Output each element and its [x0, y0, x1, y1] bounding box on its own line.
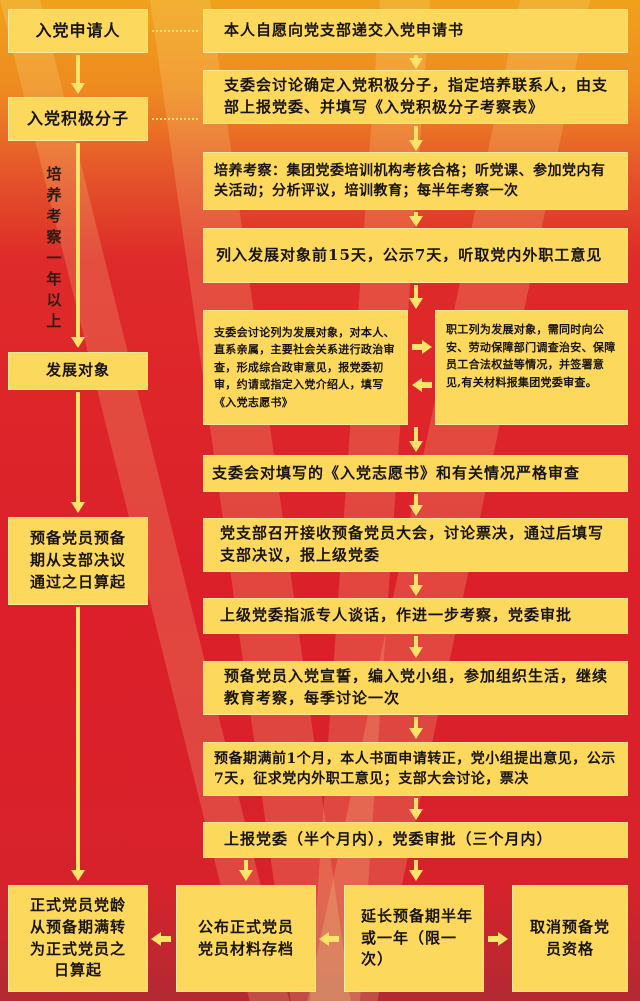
step-committee-approval-box: 上级党委指派专人谈话，作进一步考察，党委审批 — [203, 598, 628, 634]
step-application-review-box: 支委会对填写的《入党志愿书》和有关情况严格审查 — [203, 455, 628, 492]
arrow-stem — [76, 143, 80, 337]
step-apply-box: 本人自愿向党支部递交入党申请书 — [203, 9, 628, 53]
arrow-left-icon — [412, 378, 432, 392]
development-target-box: 发展对象 — [8, 352, 148, 390]
arrow-down-icon — [409, 870, 423, 881]
arrow-left-icon — [319, 932, 339, 946]
arrow-stem — [414, 494, 418, 506]
outcome-publish-box: 公布正式党员党员材料存档 — [176, 885, 316, 992]
full-member-note-box: 正式党员党龄从预备期满转为正式党员之日算起 — [8, 885, 148, 992]
arrow-down-icon — [71, 502, 85, 513]
arrow-down-icon — [71, 337, 85, 348]
arrow-down-icon — [409, 809, 423, 820]
arrow-down-icon — [409, 298, 423, 309]
step-activist-box: 支委会讨论确定入党积极分子，指定培养联系人，由支部上报党委、并填写《入党积极分子… — [203, 70, 628, 124]
step-oath-box: 预备党员入党宣誓，编入党小组，参加组织生活，继续教育考察，每季讨论一次 — [203, 661, 628, 715]
arrow-stem — [414, 427, 418, 443]
arrow-down-icon — [409, 58, 423, 69]
dotted-connector — [152, 30, 198, 32]
arrow-stem — [76, 392, 80, 502]
arrow-right-icon — [488, 932, 508, 946]
arrow-down-icon — [409, 647, 423, 658]
step-report-box: 上报党委（半个月内），党委审批（三个月内） — [203, 822, 628, 858]
outcome-extend-box: 延长预备期半年或一年（限一次） — [344, 885, 484, 992]
step-training-box: 培养考察：集团党委培训机构考核合格；听党课、参加党内有关活动；分析评议，培训教育… — [203, 152, 628, 210]
arrow-down-icon — [71, 870, 85, 881]
arrow-down-icon — [409, 140, 423, 151]
arrow-stem — [414, 860, 418, 872]
arrow-stem — [414, 126, 418, 140]
step-regularization-box: 预备期满前1个月，本人书面申请转正，党小组提出意见，公示7天，征求党内外职工意见… — [203, 742, 628, 796]
arrow-down-icon — [239, 870, 253, 881]
arrow-stem — [414, 574, 418, 586]
arrow-left-icon — [151, 932, 171, 946]
dotted-connector — [152, 118, 198, 120]
probation-note-box: 预备党员预备期从支部决议通过之日算起 — [8, 517, 148, 605]
step-publicity-box: 列入发展对象前15天，公示7天，听取党内外职工意见 — [203, 228, 628, 283]
arrow-stem — [414, 798, 418, 810]
arrow-right-icon — [412, 340, 432, 354]
arrow-stem — [76, 55, 80, 83]
arrow-down-icon — [409, 441, 423, 452]
activist-box: 入党积极分子 — [8, 97, 148, 141]
step-branch-meeting-box: 党支部召开接收预备党员大会，讨论票决，通过后填写支部决议，报上级党委 — [203, 518, 628, 572]
step-background-check-box: 职工列为发展对象，需同时向公安、劳动保障部门调查治安、保障员工合法权益等情况，并… — [435, 310, 628, 425]
arrow-stem — [414, 717, 418, 729]
arrow-stem — [76, 607, 80, 870]
arrow-down-icon — [409, 505, 423, 516]
outcome-cancel-box: 取消预备党员资格 — [512, 885, 628, 992]
arrow-stem — [414, 212, 418, 217]
arrow-down-icon — [409, 216, 423, 227]
arrow-stem — [414, 636, 418, 648]
applicant-box: 入党申请人 — [8, 9, 148, 53]
arrow-stem — [414, 55, 418, 60]
arrow-stem — [414, 285, 418, 298]
training-duration-label: 培养考察一年以上 — [46, 165, 62, 330]
arrow-down-icon — [409, 585, 423, 596]
arrow-down-icon — [409, 728, 423, 739]
arrow-stem — [244, 860, 248, 872]
step-political-review-box: 支委会讨论列为发展对象，对本人、直系亲属，主要社会关系进行政治审查，形成综合政审… — [203, 310, 408, 425]
arrow-down-icon — [71, 83, 85, 94]
